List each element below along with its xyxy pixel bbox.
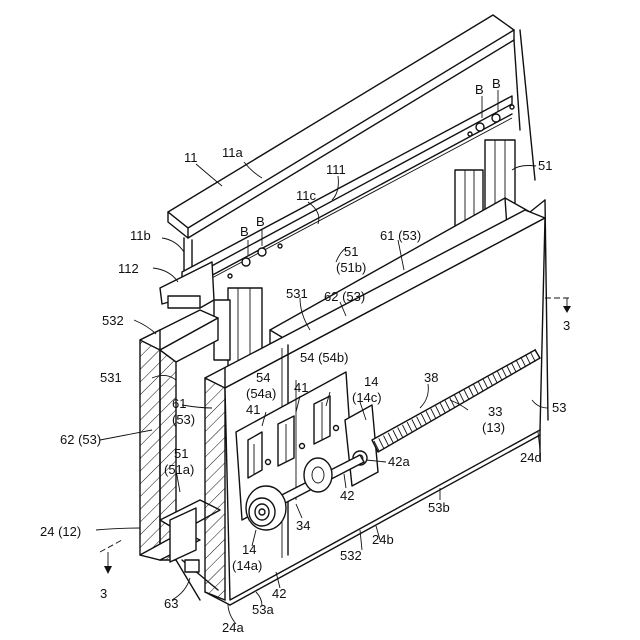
label-531-mid: 531 xyxy=(286,286,308,301)
label-112: 112 xyxy=(118,261,139,276)
label-63: 63 xyxy=(164,596,178,611)
label-62-53-left: 62 (53) xyxy=(60,432,101,447)
label-B-1: B xyxy=(240,224,249,239)
label-54b: 54 (54b) xyxy=(300,350,348,365)
label-14c-sub: (14c) xyxy=(352,390,382,405)
label-14c-num: 14 xyxy=(364,374,378,389)
label-61-53-top: 61 (53) xyxy=(380,228,421,243)
label-B-3: B xyxy=(475,82,484,97)
label-61-sub: (53) xyxy=(172,412,195,427)
label-33: 33 xyxy=(488,404,502,419)
label-3-bot: 3 xyxy=(100,586,107,601)
label-11: 11 xyxy=(184,150,198,165)
label-B-2: B xyxy=(256,214,265,229)
label-532-bot: 532 xyxy=(340,548,362,563)
label-11a: 11a xyxy=(222,145,243,160)
label-24d: 24d xyxy=(520,450,542,465)
label-51b-sub: (51b) xyxy=(336,260,366,275)
label-41-a: 41 xyxy=(246,402,260,417)
label-34: 34 xyxy=(296,518,310,533)
label-14a-sub: (14a) xyxy=(232,558,262,573)
label-42-mid: 42 xyxy=(340,488,354,503)
label-11b: 11b xyxy=(130,228,151,243)
label-13: (13) xyxy=(482,420,505,435)
label-42a: 42a xyxy=(388,454,410,469)
label-532-top: 532 xyxy=(102,313,124,328)
label-14a-num: 14 xyxy=(242,542,256,557)
label-24a: 24a xyxy=(222,620,244,635)
label-51b-num: 51 xyxy=(344,244,358,259)
label-B-4: B xyxy=(492,76,501,91)
label-53-right: 53 xyxy=(552,400,566,415)
label-53b: 53b xyxy=(428,500,450,515)
label-62-53-mid: 62 (53) xyxy=(324,289,365,304)
label-54a-sub: (54a) xyxy=(246,386,276,401)
label-24b: 24b xyxy=(372,532,394,547)
label-51a-sub: (51a) xyxy=(164,462,194,477)
label-38: 38 xyxy=(424,370,438,385)
label-54a-num: 54 xyxy=(256,370,270,385)
label-51-top: 51 xyxy=(538,158,552,173)
label-24-12: 24 (12) xyxy=(40,524,81,539)
label-41-b: 41 xyxy=(294,380,308,395)
label-11c: 11c xyxy=(296,188,316,203)
label-42-bot: 42 xyxy=(272,586,286,601)
label-3-top: 3 xyxy=(563,318,570,333)
label-531-left: 531 xyxy=(100,370,122,385)
label-53a: 53a xyxy=(252,602,274,617)
label-111: 111 xyxy=(326,162,346,177)
label-61-num: 61 xyxy=(172,396,186,411)
label-51a-num: 51 xyxy=(174,446,188,461)
